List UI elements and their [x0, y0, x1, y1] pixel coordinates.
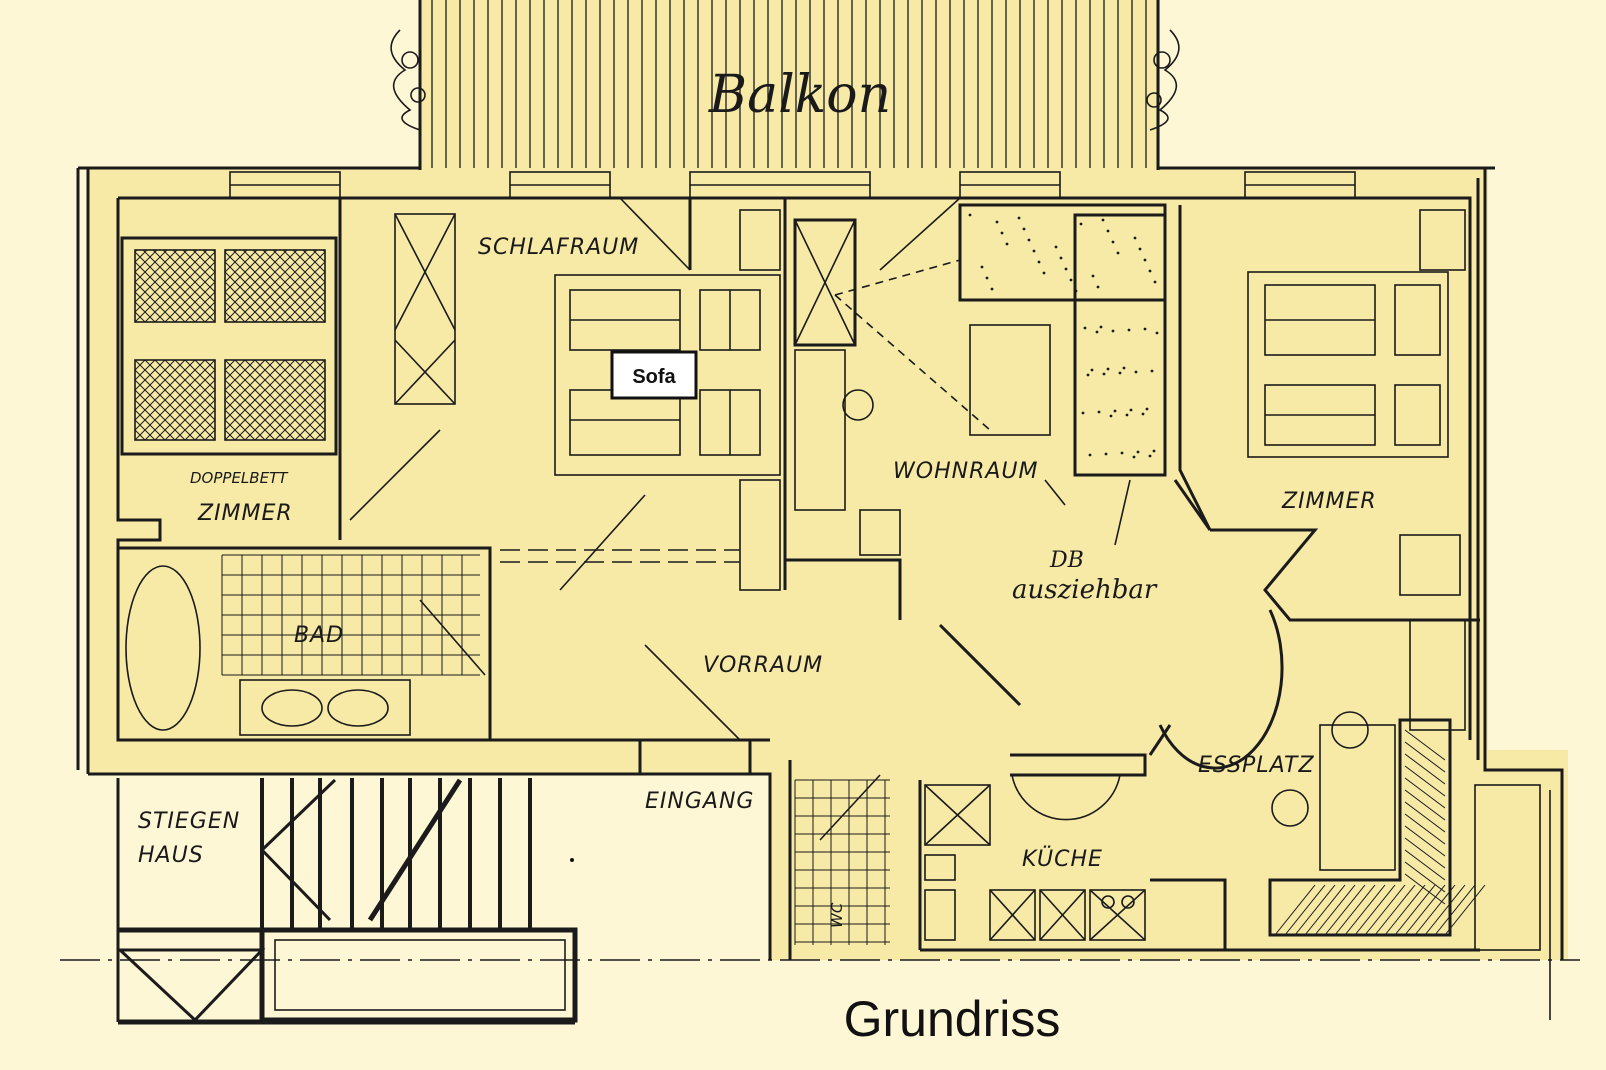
- schlafraum-label: SCHLAFRAUM: [478, 235, 639, 260]
- outer-walls: [60, 166, 1580, 1020]
- vorraum-label: VORRAUM: [703, 653, 823, 678]
- zimmer-left-label: ZIMMER: [197, 501, 293, 526]
- schlafraum-room: [500, 197, 787, 591]
- stiegenhaus-label-line1: STIEGEN: [138, 809, 240, 834]
- windows: [229, 171, 1356, 199]
- wohnraum-room: [879, 197, 1284, 770]
- db-label: DB: [1049, 548, 1084, 573]
- sofa-label: Sofa: [610, 350, 698, 400]
- wc-label: WC: [828, 902, 846, 928]
- zimmer-right-label: ZIMMER: [1281, 489, 1377, 514]
- eingang-label: EINGANG: [645, 789, 754, 814]
- bad-label: BAD: [294, 623, 344, 648]
- kitchen-dining: [918, 711, 1541, 952]
- stairwell: [116, 778, 578, 1025]
- right-zimmer-room: [1178, 205, 1480, 731]
- balcony-label: Balkon: [708, 65, 891, 125]
- stiegenhaus-label-line2: HAUS: [138, 843, 204, 868]
- essplatz-label: ESSPLATZ: [1198, 753, 1315, 778]
- kueche-label: KÜCHE: [1022, 846, 1103, 872]
- doppelbett-label: DOPPELBETT: [190, 469, 289, 487]
- ausziehbar-label: ausziehbar: [1012, 575, 1158, 605]
- sofa-text: Sofa: [632, 366, 676, 388]
- bathroom: [118, 546, 492, 740]
- wohnraum-label: WOHNRAUM: [893, 459, 1039, 484]
- double-bed-room: [120, 198, 456, 540]
- floor-fill: [88, 0, 1568, 960]
- chimney: [785, 218, 991, 620]
- vorraum-entry: [638, 644, 890, 960]
- balcony: [390, 0, 1180, 170]
- page-title: Grundriss: [844, 991, 1061, 1047]
